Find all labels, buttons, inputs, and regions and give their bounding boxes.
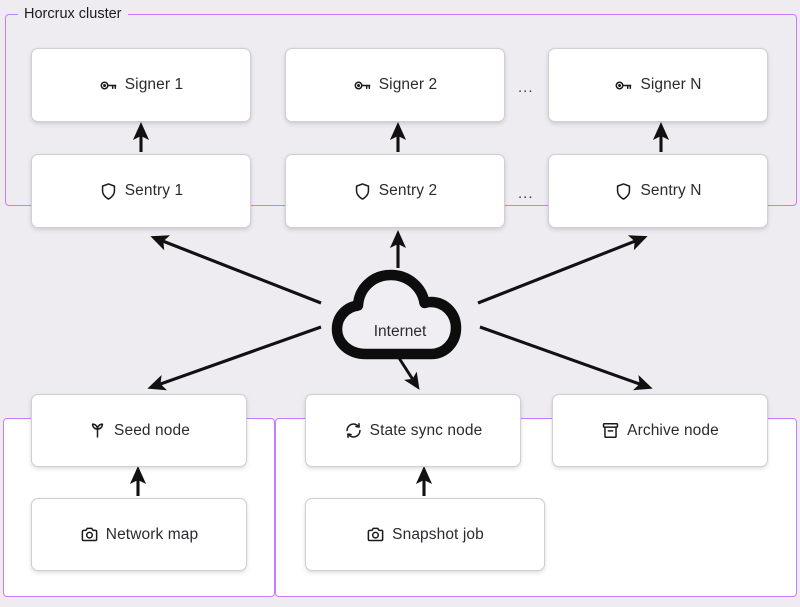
node-archive[interactable]: Archive node <box>552 394 768 467</box>
node-signer-1[interactable]: Signer 1 <box>31 48 251 122</box>
node-seed[interactable]: Seed node <box>31 394 247 467</box>
node-signer-2[interactable]: Signer 2 <box>285 48 505 122</box>
camera-icon <box>366 525 385 544</box>
key-icon <box>99 76 118 95</box>
node-state-sync-label: State sync node <box>369 421 483 439</box>
node-sentry-n[interactable]: Sentry N <box>548 154 768 228</box>
archive-icon <box>601 421 620 440</box>
node-network-map[interactable]: Network map <box>31 498 247 571</box>
signer-row-ellipsis: ... <box>518 79 534 96</box>
group-horcrux-cluster-label: Horcrux cluster <box>18 7 128 22</box>
node-sentry-1-label: Sentry 1 <box>124 182 184 199</box>
node-sentry-2-label: Sentry 2 <box>378 182 438 199</box>
arrow-internet-to-archive <box>479 325 653 391</box>
key-icon <box>614 76 633 95</box>
internet-cloud: Internet <box>330 268 470 360</box>
cloud-icon <box>331 269 462 360</box>
arrow-internet-to-sentryn <box>477 235 648 305</box>
node-snapshot-job-label: Snapshot job <box>392 525 484 543</box>
node-signer-1-label: Signer 1 <box>124 76 184 93</box>
node-sentry-n-label: Sentry N <box>640 182 702 199</box>
arrow-internet-to-statesync <box>397 357 420 390</box>
node-signer-n-label: Signer N <box>640 76 702 93</box>
key-icon <box>353 76 372 95</box>
node-state-sync[interactable]: State sync node <box>305 394 521 467</box>
node-signer-2-label: Signer 2 <box>378 76 438 93</box>
node-sentry-2[interactable]: Sentry 2 <box>285 154 505 228</box>
node-signer-n[interactable]: Signer N <box>548 48 768 122</box>
internet-label: Internet <box>373 323 427 340</box>
node-network-map-label: Network map <box>105 525 199 543</box>
sprout-icon <box>88 421 107 440</box>
shield-icon <box>353 182 372 201</box>
arrow-internet-to-seed <box>147 325 322 391</box>
shield-icon <box>614 182 633 201</box>
sentry-row-ellipsis: ... <box>518 185 534 202</box>
node-snapshot-job[interactable]: Snapshot job <box>305 498 545 571</box>
camera-icon <box>80 525 99 544</box>
node-seed-label: Seed node <box>114 421 190 439</box>
shield-icon <box>99 182 118 201</box>
node-archive-label: Archive node <box>627 421 719 439</box>
sync-icon <box>344 421 363 440</box>
arrow-internet-to-sentry1 <box>150 235 322 305</box>
node-sentry-1[interactable]: Sentry 1 <box>31 154 251 228</box>
